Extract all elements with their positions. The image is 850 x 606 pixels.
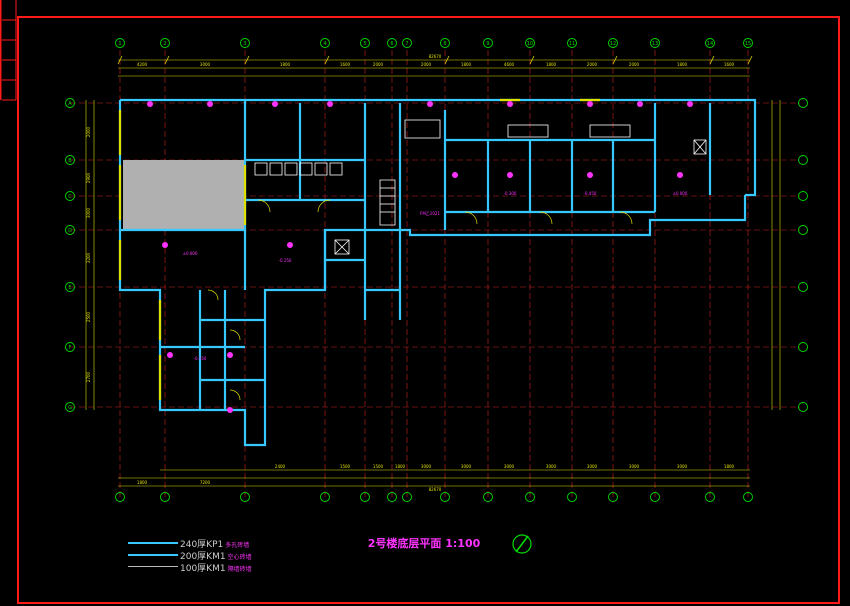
- axis-label: C: [68, 194, 72, 200]
- dimension-ticks: [117, 55, 753, 65]
- axis-bubbles-bottom: [115, 492, 753, 502]
- axis-label: 7: [405, 41, 408, 47]
- axis-label: 6: [390, 41, 393, 47]
- level-label: ±0.000: [673, 191, 688, 196]
- dim-text: 3000: [546, 464, 557, 469]
- legend-line: [128, 566, 178, 567]
- dim-text: 1800: [395, 464, 406, 469]
- axis-bubbles-left: [65, 98, 75, 412]
- axis-label: E: [68, 285, 71, 291]
- drawing-title-box: 2号楼底层平面 1:100: [362, 532, 486, 552]
- axis-label: F: [69, 345, 72, 351]
- dim-text: 1800: [280, 62, 291, 67]
- dim-text: 1800: [724, 464, 735, 469]
- axis-bubbles-top: [115, 38, 753, 48]
- axis-label: D: [68, 228, 72, 234]
- total-dim-top: 82670: [429, 54, 442, 59]
- axis-label: A: [68, 101, 72, 107]
- dim-text: 2000: [86, 126, 91, 137]
- left-strip-ticks: [2, 0, 17, 101]
- dim-text: 4200: [137, 62, 148, 67]
- room-labels: ±0.000 -0.150 -0.300 -0.450 ±0.000 -0.15…: [183, 191, 688, 361]
- dim-text: 7200: [200, 480, 211, 485]
- dim-text: 1800: [546, 62, 557, 67]
- dim-text: 4600: [504, 62, 515, 67]
- fixtures: [254, 119, 707, 255]
- level-label: -0.450: [584, 191, 597, 196]
- door-label: FM乙1021: [420, 210, 440, 216]
- level-label: -0.150: [194, 356, 207, 361]
- axis-labels-top: 1 2 3 4 5 6 7 8 9 10 11 12 13 14 15: [118, 41, 751, 47]
- dimension-texts-bottom: 82670 2400 7200 1500 1500 1800 3000 3000…: [137, 464, 735, 492]
- drawing-frame: [17, 16, 840, 604]
- dim-text: 2900: [86, 172, 91, 183]
- dim-text: 3000: [587, 464, 598, 469]
- dim-text: 3000: [200, 62, 211, 67]
- level-label: ±0.000: [183, 251, 198, 256]
- windows: [118, 98, 600, 400]
- axis-label: 14: [707, 41, 713, 47]
- axis-label: B: [68, 158, 72, 164]
- dim-text: 3000: [629, 464, 640, 469]
- axis-label: 8: [443, 41, 446, 47]
- dim-text: 3000: [677, 464, 688, 469]
- axis-label: 11: [569, 41, 575, 47]
- dim-text: 2000: [587, 62, 598, 67]
- legend-line: [128, 554, 178, 556]
- axis-label: 3: [243, 41, 246, 47]
- dim-text: 1800: [137, 480, 148, 485]
- axis-label: 1: [118, 41, 121, 47]
- axis-label: 13: [652, 41, 658, 47]
- total-dim-bottom: 82670: [429, 487, 442, 492]
- axis-label: 2: [163, 41, 166, 47]
- level-label: -0.300: [504, 191, 517, 196]
- dim-text: 3000: [421, 464, 432, 469]
- walls: [118, 98, 757, 447]
- north-arrow-icon: [512, 534, 532, 554]
- axis-label: 5: [363, 41, 366, 47]
- dim-text: 1600: [340, 62, 351, 67]
- axis-bubbles-right: [798, 98, 808, 412]
- hatched-area: [123, 160, 245, 230]
- legend-line: [128, 542, 178, 544]
- dim-text: 2400: [275, 464, 286, 469]
- dim-text: 2000: [629, 62, 640, 67]
- axis-label: G: [68, 405, 72, 411]
- dim-text: 3000: [86, 207, 91, 218]
- dimension-lines: [85, 59, 781, 487]
- grid-lines: [70, 50, 800, 500]
- dim-text: 2700: [86, 371, 91, 382]
- axis-label: 12: [610, 41, 616, 47]
- dim-text: 1800: [461, 62, 472, 67]
- dim-text: 2500: [86, 311, 91, 322]
- axis-label: 15: [745, 41, 751, 47]
- dim-text: 1500: [340, 464, 351, 469]
- axis-label: 4: [323, 41, 326, 47]
- annotation-marks: [147, 101, 693, 413]
- dim-text: 1800: [677, 62, 688, 67]
- level-label: -0.150: [279, 258, 292, 263]
- axis-label: 10: [527, 41, 533, 47]
- axis-labels-left: A B C D E F G: [68, 101, 72, 411]
- dim-text: 1600: [724, 62, 735, 67]
- dim-text: 3200: [86, 252, 91, 263]
- drawing-title: 2号楼底层平面 1:100: [367, 537, 481, 550]
- dim-text: 2000: [421, 62, 432, 67]
- dimension-texts-top: 82670 4200 3000 1800 1600 2000 2000 1800…: [137, 54, 735, 67]
- dim-text: 1500: [373, 464, 384, 469]
- dim-text: 3000: [504, 464, 515, 469]
- axis-label: 9: [486, 41, 489, 47]
- doors: [207, 199, 633, 401]
- dim-text: 2000: [373, 62, 384, 67]
- dimension-texts-left: 2000 2900 3000 3200 2500 2700: [86, 126, 91, 382]
- dim-text: 3000: [461, 464, 472, 469]
